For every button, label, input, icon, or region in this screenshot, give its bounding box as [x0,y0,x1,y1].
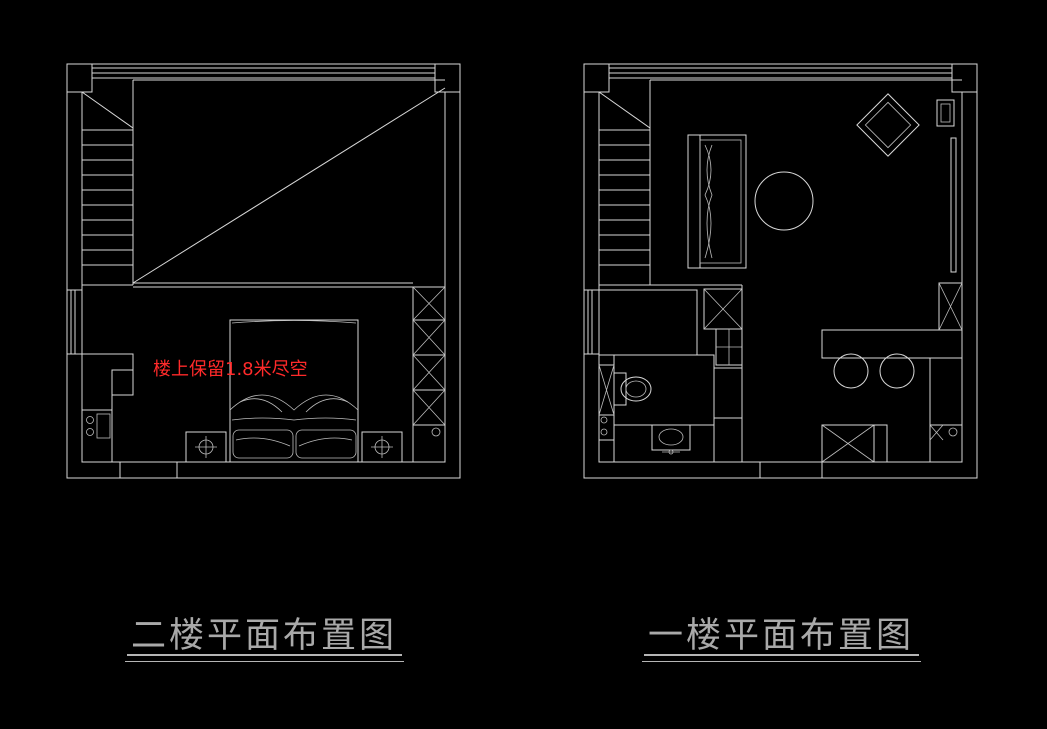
void-annotation: 楼上保留1.8米尽空 [153,359,308,380]
upper-floor-title: 二楼平面布置图 [130,616,397,656]
lower-round-table [754,171,814,231]
lower-sofa [687,134,747,269]
lower-staircase [598,79,962,286]
upper-column-tl [66,63,93,93]
lower-right-shelf [936,99,957,273]
upper-double-bed [229,319,359,463]
upper-top-window [92,67,435,79]
lower-left-window [583,289,600,355]
lower-inner-wall [598,92,963,463]
lower-bottom-door [759,461,823,479]
upper-nightstand-right [361,431,403,463]
lower-title-underline-thin [642,661,921,662]
upper-bottom-window [119,461,178,479]
lower-top-window [609,67,952,79]
lower-bathroom [598,289,715,462]
lower-title-underline [644,654,919,656]
lower-floor-plan [583,63,978,479]
upper-left-window [66,289,83,355]
lower-armchair [856,93,920,157]
upper-left-cabinet [82,353,134,462]
upper-title-underline-thin [125,661,404,662]
upper-title-underline [127,654,402,656]
upper-staircase [81,80,134,286]
upper-floor-plan [66,63,461,479]
upper-outer-wall [66,63,461,479]
lower-floor-title: 一楼平面布置图 [647,616,914,656]
lower-column-tl [583,63,610,93]
lower-middle-cabinets [703,285,743,463]
lower-column-tr [951,63,978,93]
lower-kitchen-counter [821,424,963,463]
upper-inner-wall [81,92,446,463]
upper-void-area [132,79,446,288]
upper-column-tr [434,63,461,93]
lower-bar-counter [821,282,963,462]
upper-nightstand-left [185,431,227,463]
upper-right-wardrobe [412,286,446,463]
